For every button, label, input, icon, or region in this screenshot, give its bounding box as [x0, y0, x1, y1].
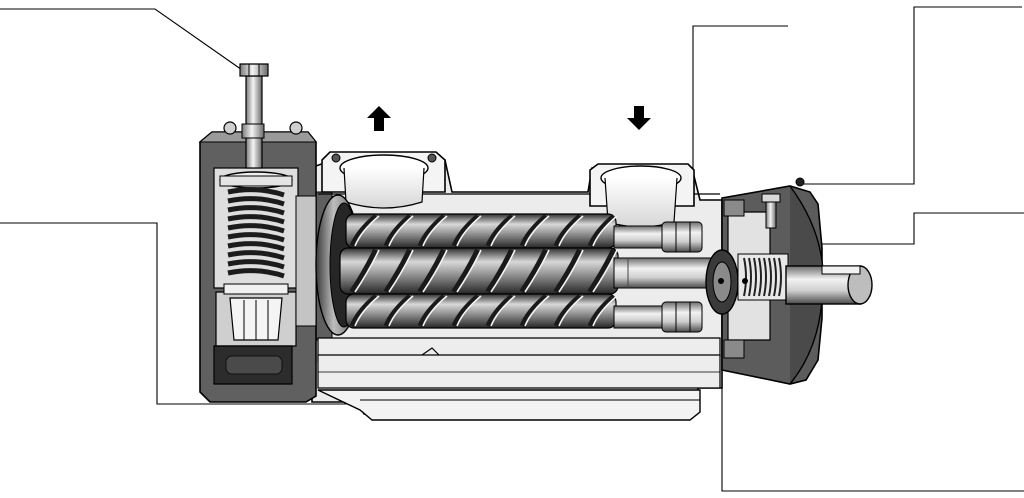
- spring-coil: [227, 196, 285, 207]
- seal-coil: [763, 257, 767, 297]
- screw-flight-highlight: [388, 295, 414, 327]
- screw-flight: [553, 248, 583, 294]
- relief-spring: [227, 187, 285, 279]
- spring-coil: [227, 214, 285, 225]
- seal-coil: [748, 257, 752, 297]
- screw-flight: [349, 248, 379, 294]
- screw-flight-highlight: [592, 249, 618, 293]
- spring-coil: [227, 205, 285, 216]
- leader-end-cover: [800, 6, 1022, 185]
- screw-flight: [553, 294, 582, 327]
- screw-flight-highlight: [456, 295, 482, 327]
- leader-relief-valve-adjusting-screw: [0, 8, 246, 73]
- screw-flight-highlight: [490, 215, 516, 247]
- screw-flight: [451, 248, 481, 294]
- screw-flight: [383, 248, 413, 294]
- screw-flight-highlight: [388, 249, 414, 293]
- screw-flight-highlight: [422, 295, 448, 327]
- screw-flight: [587, 294, 616, 327]
- screw-flight: [485, 214, 514, 247]
- screw-flight: [349, 214, 378, 247]
- screw-flight-highlight: [388, 215, 414, 247]
- seal-coil: [773, 257, 777, 297]
- screw-flight-highlight: [422, 215, 448, 247]
- seal-coil: [778, 257, 782, 297]
- screw-flight-highlight: [558, 249, 584, 293]
- leader-shaft-seal: [748, 212, 1024, 245]
- relief-valve-housing: [198, 63, 318, 403]
- screw-flight-highlight: [524, 215, 550, 247]
- screw-flight: [451, 294, 480, 327]
- spring-coil: [227, 187, 285, 198]
- spring-coil: [227, 232, 285, 243]
- screw-flight: [519, 214, 548, 247]
- spring-coil: [227, 223, 285, 234]
- screw-flight: [519, 248, 549, 294]
- screw-flight-highlight: [456, 249, 482, 293]
- seal-coil: [768, 257, 772, 297]
- spring-coil: [227, 268, 285, 279]
- screw-flight-highlight: [592, 295, 618, 327]
- screw-flight: [485, 248, 515, 294]
- screw-flights: [349, 214, 618, 327]
- spring-coil: [227, 241, 285, 252]
- spring-coil: [227, 250, 285, 261]
- screw-flight: [417, 214, 446, 247]
- screw-flight-highlight: [524, 295, 550, 327]
- screw-rotors: [339, 213, 725, 333]
- screw-flight: [451, 214, 480, 247]
- screw-flight-highlight: [558, 215, 584, 247]
- screw-flight: [349, 294, 378, 327]
- screw-flight: [587, 248, 617, 294]
- flow-out-arrow: [367, 106, 391, 131]
- screw-flight-highlight: [456, 215, 482, 247]
- screw-flight-highlight: [354, 249, 380, 293]
- leader-drive-bearing-housing: [721, 368, 1024, 492]
- screw-flight: [587, 214, 616, 247]
- screw-flight-highlight: [354, 215, 380, 247]
- seal-coil: [743, 257, 747, 297]
- screw-flight-highlight: [354, 295, 380, 327]
- seal-coil: [753, 257, 757, 297]
- screw-flight-highlight: [592, 215, 618, 247]
- screw-flight: [553, 214, 582, 247]
- drive-shaft: [785, 265, 873, 305]
- flow-in-arrow: [627, 106, 651, 130]
- screw-flight: [383, 214, 412, 247]
- spring-coil: [227, 259, 285, 270]
- screw-flight-highlight: [490, 295, 516, 327]
- screw-flight: [383, 294, 412, 327]
- screw-flight: [485, 294, 514, 327]
- seal-coil: [758, 257, 762, 297]
- shaft-key: [821, 265, 861, 275]
- screw-flight: [417, 248, 447, 294]
- screw-flight-highlight: [524, 249, 550, 293]
- screw-flight-highlight: [422, 249, 448, 293]
- screw-flight-highlight: [558, 295, 584, 327]
- screw-flight: [519, 294, 548, 327]
- screw-flight-highlight: [490, 249, 516, 293]
- screw-flight: [417, 294, 446, 327]
- shaft-seal: [743, 257, 782, 297]
